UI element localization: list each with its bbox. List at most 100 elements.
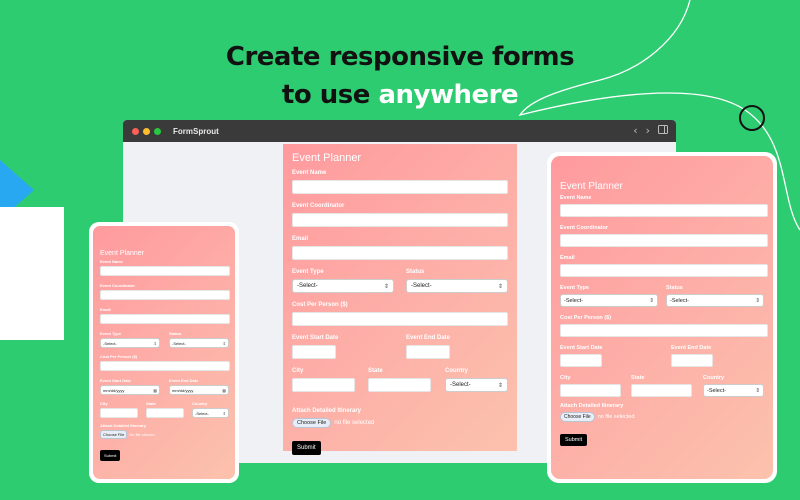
cost-label: Cost Per Person ($) [292,302,348,308]
event-type-label: Event Type [560,285,589,291]
country-label: Country [445,368,468,374]
state-input[interactable] [146,408,184,418]
status-select[interactable]: -Select-⇕ [666,294,764,307]
state-label: State [631,375,645,381]
end-date-label: Event End Date [406,335,451,341]
chevron-left-icon[interactable]: ‹ [633,124,638,137]
city-label: City [292,368,304,374]
country-label: Country [192,401,208,406]
chevron-right-icon[interactable]: › [645,124,650,137]
status-label: Status [406,269,425,275]
blue-diamond-shape [0,160,34,220]
event-type-label: Event Type [100,331,122,336]
city-label: City [560,375,571,381]
state-input[interactable] [631,384,693,397]
page-headline: Create responsive forms to use anywhere [0,38,800,114]
event-name-input[interactable] [100,266,230,276]
end-date-input[interactable] [671,354,713,367]
calendar-icon: ▦ [153,387,157,393]
cost-label: Cost Per Person ($) [560,315,612,321]
choose-file-button[interactable]: Choose File [292,418,332,428]
city-input[interactable] [100,408,138,418]
form-title: Event Planner [560,181,623,192]
status-label: Status [169,331,182,336]
submit-button[interactable]: Submit [292,441,321,455]
headline-highlight: anywhere [378,80,519,110]
calendar-icon: ▦ [222,387,226,393]
event-type-select[interactable]: -Select-⇕ [292,279,394,293]
phone-device: Event Planner Event Name Event Coordinat… [89,222,239,483]
browser-titlebar: FormSprout ‹ › [123,120,676,142]
city-input[interactable] [292,378,355,392]
end-date-label: Event End Date [671,345,712,351]
event-type-label: Event Type [292,269,324,275]
event-type-select[interactable]: -Select-⇕ [560,294,658,307]
file-status-text: no file selected [334,420,375,426]
circle-outline-icon [739,105,765,131]
chevron-updown-icon: ⇕ [383,283,389,290]
submit-button[interactable]: Submit [560,434,588,446]
attach-label: Attach Detailed Itinerary [100,423,147,428]
cost-input[interactable] [560,324,768,337]
cost-label: Cost Per Person ($) [100,354,138,359]
close-window-button[interactable] [132,127,139,135]
event-name-label: Event Name [560,195,592,201]
cost-input[interactable] [100,361,230,371]
start-date-input[interactable] [292,345,336,359]
start-date-input[interactable]: mm/dd/yyyy▦ [100,385,160,395]
event-type-select[interactable]: -Select-⇕ [100,338,160,348]
event-coordinator-label: Event Coordinator [560,225,608,231]
attach-label: Attach Detailed Itinerary [292,408,362,414]
file-upload: Choose File no file selected [292,418,508,428]
event-planner-form-desktop: Event Planner Event Name Event Coordinat… [283,144,517,455]
file-status-text: No file chosen [129,432,155,437]
status-select[interactable]: -Select-⇕ [169,338,229,348]
email-input[interactable] [560,264,768,277]
attach-label: Attach Detailed Itinerary [560,403,624,409]
submit-button[interactable]: Submit [100,450,121,461]
email-label: Email [100,307,111,312]
headline-line-2: to use anywhere [281,80,519,110]
country-select[interactable]: -Select-⇕ [192,408,229,418]
state-label: State [368,368,383,374]
status-select[interactable]: -Select-⇕ [406,279,508,293]
tablet-device: Event Planner Event Name Event Coordinat… [547,152,777,483]
chevron-updown-icon: ⇕ [497,382,503,389]
country-label: Country [703,375,725,381]
file-upload: Choose File No file chosen [100,430,229,439]
zoom-window-button[interactable] [154,127,161,135]
event-name-input[interactable] [292,180,508,194]
event-coordinator-input[interactable] [560,234,768,247]
cost-input[interactable] [292,312,508,326]
form-title: Event Planner [100,250,144,257]
event-coordinator-input[interactable] [292,213,508,227]
event-name-input[interactable] [560,204,768,217]
event-planner-form-tablet: Event Planner Event Name Event Coordinat… [551,156,773,479]
country-select[interactable]: -Select-⇕ [445,378,508,392]
sidebar-icon[interactable] [658,124,668,137]
country-select[interactable]: -Select-⇕ [703,384,764,397]
state-label: State [146,401,156,406]
email-label: Email [560,255,575,261]
email-input[interactable] [292,246,508,260]
choose-file-button[interactable]: Choose File [100,430,128,439]
city-input[interactable] [560,384,621,397]
end-date-input[interactable]: mm/dd/yyyy▦ [169,385,229,395]
email-input[interactable] [100,314,230,324]
chevron-updown-icon: ⇕ [497,283,503,290]
event-coordinator-input[interactable] [100,290,230,300]
choose-file-button[interactable]: Choose File [560,412,595,422]
email-label: Email [292,236,309,242]
event-coordinator-label: Event Coordinator [100,283,135,288]
minimize-window-button[interactable] [143,127,150,135]
file-upload: Choose File no file selected [560,412,764,422]
start-date-input[interactable] [560,354,602,367]
status-label: Status [666,285,683,291]
white-block-shape [0,207,64,340]
end-date-label: Event End Date [169,378,199,383]
end-date-input[interactable] [406,345,450,359]
file-status-text: no file selected [597,414,635,420]
form-title: Event Planner [292,152,362,164]
state-input[interactable] [368,378,431,392]
